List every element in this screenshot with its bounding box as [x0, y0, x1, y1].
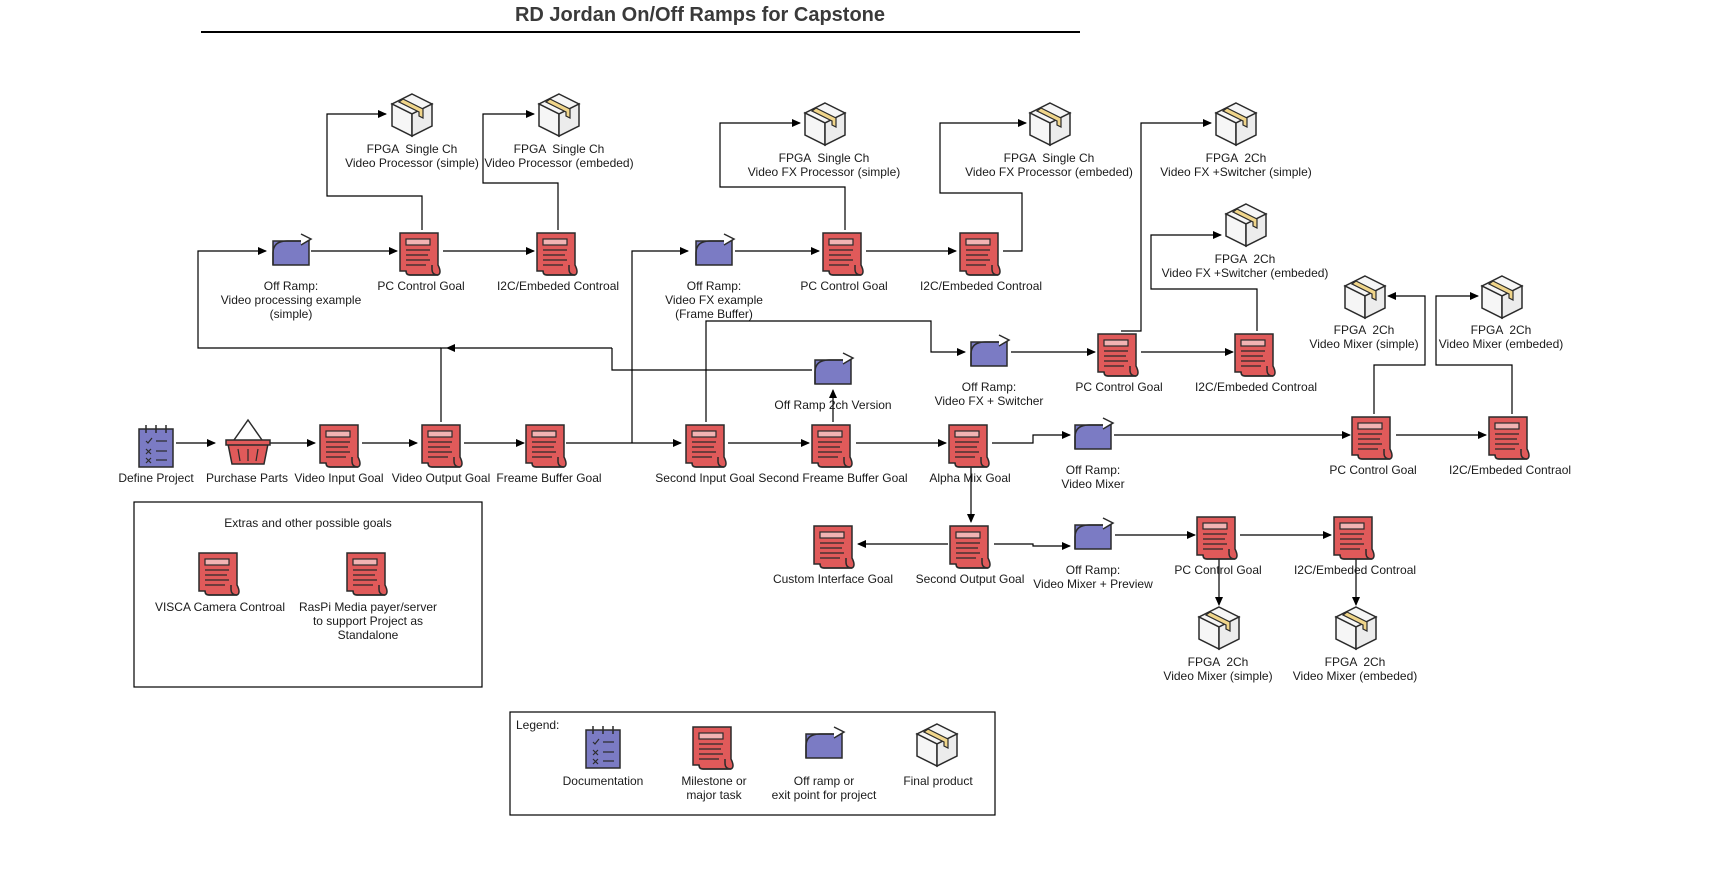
- product-icon-fpga-single-simple: [391, 93, 433, 137]
- label-i2c-4: I2C/Embeded Contraol: [1448, 463, 1572, 477]
- label-i2c-3: I2C/Embeded Controal: [1194, 380, 1318, 394]
- label-offramp-video-fx: Off Ramp: Video FX example (Frame Buffer…: [665, 279, 763, 321]
- milestone-icon-alpha-mix: [948, 424, 990, 468]
- label-fpga-fx-embeded: FPGA Single Ch Video FX Processor (embed…: [965, 151, 1133, 179]
- milestone-icon-video-output: [421, 424, 463, 468]
- offramp-icon-video-processing: [272, 233, 312, 266]
- label-visca: VISCA Camera Controal: [154, 600, 286, 614]
- label-custom-interface: Custom Interface Goal: [772, 572, 894, 586]
- milestone-icon-pc-control-4: [1351, 416, 1393, 460]
- label-offramp-video-mixer: Off Ramp: Video Mixer: [1061, 463, 1125, 491]
- label-second-frame-buffer: Second Freame Buffer Goal: [758, 471, 908, 485]
- label-offramp-fx-switcher: Off Ramp: Video FX + Switcher: [934, 380, 1044, 408]
- legend-label-milestone: Milestone or major task: [681, 774, 747, 802]
- milestone-icon-second-input: [685, 424, 727, 468]
- milestone-icon-i2c-3: [1234, 333, 1276, 377]
- product-icon-fpga-single-embeded: [538, 93, 580, 137]
- offramp-icon-fx-switcher: [970, 334, 1010, 367]
- label-fpga-fx-simple: FPGA Single Ch Video FX Processor (simpl…: [747, 151, 901, 179]
- purchase-basket-icon: [225, 419, 271, 465]
- product-icon-fpga-mixer-simple-bottom: [1198, 606, 1240, 650]
- legend-label-documentation: Documentation: [562, 774, 644, 788]
- label-offramp-mixer-preview: Off Ramp: Video Mixer + Preview: [1033, 563, 1153, 591]
- milestone-icon-raspi: [346, 552, 388, 596]
- milestone-icon-i2c-1: [536, 232, 578, 276]
- label-fpga-single-embeded: FPGA Single Ch Video Processor (embeded): [484, 142, 634, 170]
- connectors: [176, 110, 1513, 606]
- label-offramp-video-processing: Off Ramp: Video processing example (simp…: [220, 279, 362, 321]
- label-i2c-1: I2C/Embeded Controal: [496, 279, 620, 293]
- label-second-output: Second Output Goal: [915, 572, 1025, 586]
- milestone-icon-video-input: [319, 424, 361, 468]
- label-fpga-mixer-simple-top: FPGA 2Ch Video Mixer (simple): [1309, 323, 1419, 351]
- label-i2c-5: I2C/Embeded Controal: [1293, 563, 1417, 577]
- milestone-icon-pc-control-5: [1196, 516, 1238, 560]
- page-title: RD Jordan On/Off Ramps for Capstone: [514, 4, 886, 26]
- label-pc-control-4: PC Control Goal: [1329, 463, 1417, 477]
- milestone-icon-pc-control-1: [399, 232, 441, 276]
- label-video-output: Video Output Goal: [391, 471, 491, 485]
- product-icon-fpga-mixer-embeded-bottom: [1335, 606, 1377, 650]
- legend-milestone-icon: [692, 726, 734, 770]
- label-second-input: Second Input Goal: [655, 471, 755, 485]
- label-offramp-2ch: Off Ramp 2ch Version: [774, 398, 892, 412]
- product-icon-fpga-fx-embeded: [1029, 102, 1071, 146]
- label-pc-control-2: PC Control Goal: [800, 279, 888, 293]
- milestone-icon-pc-control-2: [822, 232, 864, 276]
- milestone-icon-i2c-5: [1333, 516, 1375, 560]
- offramp-icon-video-mixer: [1074, 417, 1114, 450]
- label-fpga-2ch-fx-simple: FPGA 2Ch Video FX +Switcher (simple): [1160, 151, 1312, 179]
- milestone-icon-i2c-2: [959, 232, 1001, 276]
- label-alpha-mix: Alpha Mix Goal: [929, 471, 1011, 485]
- extras-box: [133, 501, 483, 688]
- label-pc-control-3: PC Control Goal: [1075, 380, 1163, 394]
- label-raspi: RasPi Media payer/server to support Proj…: [298, 600, 438, 642]
- milestone-icon-visca: [198, 552, 240, 596]
- legend-product-icon: [916, 723, 958, 767]
- label-frame-buffer: Freame Buffer Goal: [496, 471, 602, 485]
- define-project-icon: [138, 424, 174, 468]
- label-fpga-single-simple: FPGA Single Ch Video Processor (simple): [345, 142, 479, 170]
- label-pc-control-1: PC Control Goal: [377, 279, 465, 293]
- product-icon-fpga-mixer-simple-top: [1344, 275, 1386, 319]
- milestone-icon-second-output: [949, 525, 991, 569]
- milestone-icon-frame-buffer: [525, 424, 567, 468]
- legend-box: [509, 711, 996, 816]
- product-icon-fpga-2ch-fx-embeded: [1225, 203, 1267, 247]
- extras-title: Extras and other possible goals: [224, 516, 392, 530]
- label-fpga-mixer-embeded-bottom: FPGA 2Ch Video Mixer (embeded): [1292, 655, 1418, 683]
- offramp-icon-mixer-preview: [1074, 517, 1114, 550]
- offramp-icon-video-fx: [695, 233, 735, 266]
- product-icon-fpga-2ch-fx-simple: [1215, 102, 1257, 146]
- milestone-icon-second-frame-buffer: [811, 424, 853, 468]
- legend-title: Legend:: [516, 718, 560, 732]
- legend-label-product: Final product: [903, 774, 973, 788]
- legend-label-offramp: Off ramp or exit point for project: [771, 774, 877, 802]
- milestone-icon-i2c-4: [1488, 416, 1530, 460]
- product-icon-fpga-fx-simple: [804, 102, 846, 146]
- label-define-project: Define Project: [118, 471, 194, 485]
- label-purchase-parts: Purchase Parts: [205, 471, 289, 485]
- label-fpga-mixer-embeded-top: FPGA 2Ch Video Mixer (embeded): [1438, 323, 1564, 351]
- label-pc-control-5: PC Control Goal: [1174, 563, 1262, 577]
- milestone-icon-pc-control-3: [1097, 333, 1139, 377]
- label-fpga-mixer-simple-bottom: FPGA 2Ch Video Mixer (simple): [1163, 655, 1273, 683]
- label-i2c-2: I2C/Embeded Controal: [919, 279, 1043, 293]
- label-fpga-2ch-fx-embeded: FPGA 2Ch Video FX +Switcher (embeded): [1161, 252, 1329, 280]
- offramp-icon-2ch: [814, 352, 854, 385]
- legend-offramp-icon: [805, 726, 845, 759]
- legend-documentation-icon: [585, 725, 621, 769]
- product-icon-fpga-mixer-embeded-top: [1481, 275, 1523, 319]
- label-video-input: Video Input Goal: [294, 471, 384, 485]
- milestone-icon-custom-interface: [813, 525, 855, 569]
